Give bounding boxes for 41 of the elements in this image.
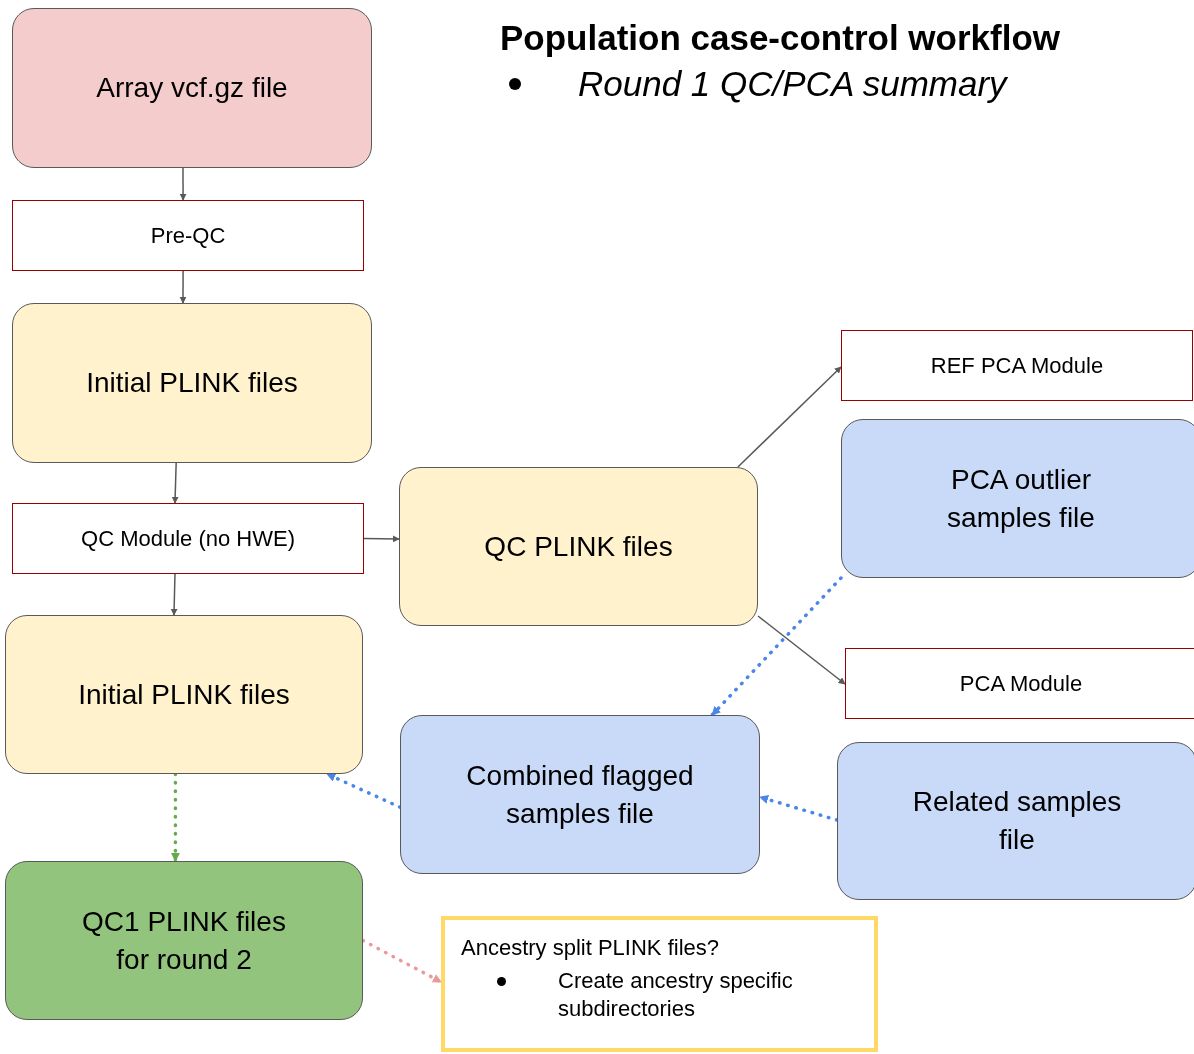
- arrow: [710, 576, 843, 717]
- arrow: [179, 167, 187, 201]
- arrow: [170, 772, 180, 863]
- node-label: Related samples file: [911, 785, 1123, 857]
- subtitle: Round 1 QC/PCA summary: [578, 64, 1007, 104]
- node-label: Initial PLINK files: [86, 366, 298, 401]
- node-label: REF PCA Module: [930, 351, 1104, 380]
- file-box: [5, 861, 363, 1020]
- file-box: [837, 742, 1194, 900]
- note-box: [441, 916, 878, 1052]
- node-label: Initial PLINK files: [78, 677, 290, 712]
- file-box: [841, 419, 1194, 578]
- arrow: [171, 462, 179, 504]
- arrow: [361, 938, 443, 984]
- file-box: [400, 715, 760, 874]
- module-box: [12, 503, 364, 574]
- node-label: QC1 PLINK files for round 2: [81, 904, 287, 977]
- arrow: [737, 366, 842, 468]
- file-box: [12, 8, 372, 168]
- node-label: Combined flagged samples file: [465, 758, 695, 831]
- module-box: [12, 200, 364, 271]
- node-label: QC PLINK files: [484, 529, 673, 564]
- file-box: [5, 615, 363, 774]
- node-label: Pre-QC: [150, 221, 226, 250]
- arrow: [179, 270, 187, 304]
- module-box: [841, 330, 1193, 401]
- arrow: [757, 615, 846, 685]
- arrow: [170, 573, 178, 616]
- arrow: [325, 772, 402, 809]
- node-label: PCA Module: [959, 669, 1083, 698]
- arrow: [363, 535, 400, 543]
- file-box: [399, 467, 758, 626]
- module-box: [845, 648, 1194, 719]
- node-label: Array vcf.gz file: [96, 71, 288, 106]
- node-label: QC Module (no HWE): [81, 524, 295, 553]
- note-heading: Ancestry split PLINK files?: [461, 934, 719, 962]
- title: Population case-control workflow: [498, 18, 1062, 58]
- note-text: Create ancestry specific subdirectories: [558, 966, 794, 1024]
- file-box: [12, 303, 372, 463]
- node-label: PCA outlier samples file: [946, 462, 1096, 535]
- arrow: [758, 795, 839, 822]
